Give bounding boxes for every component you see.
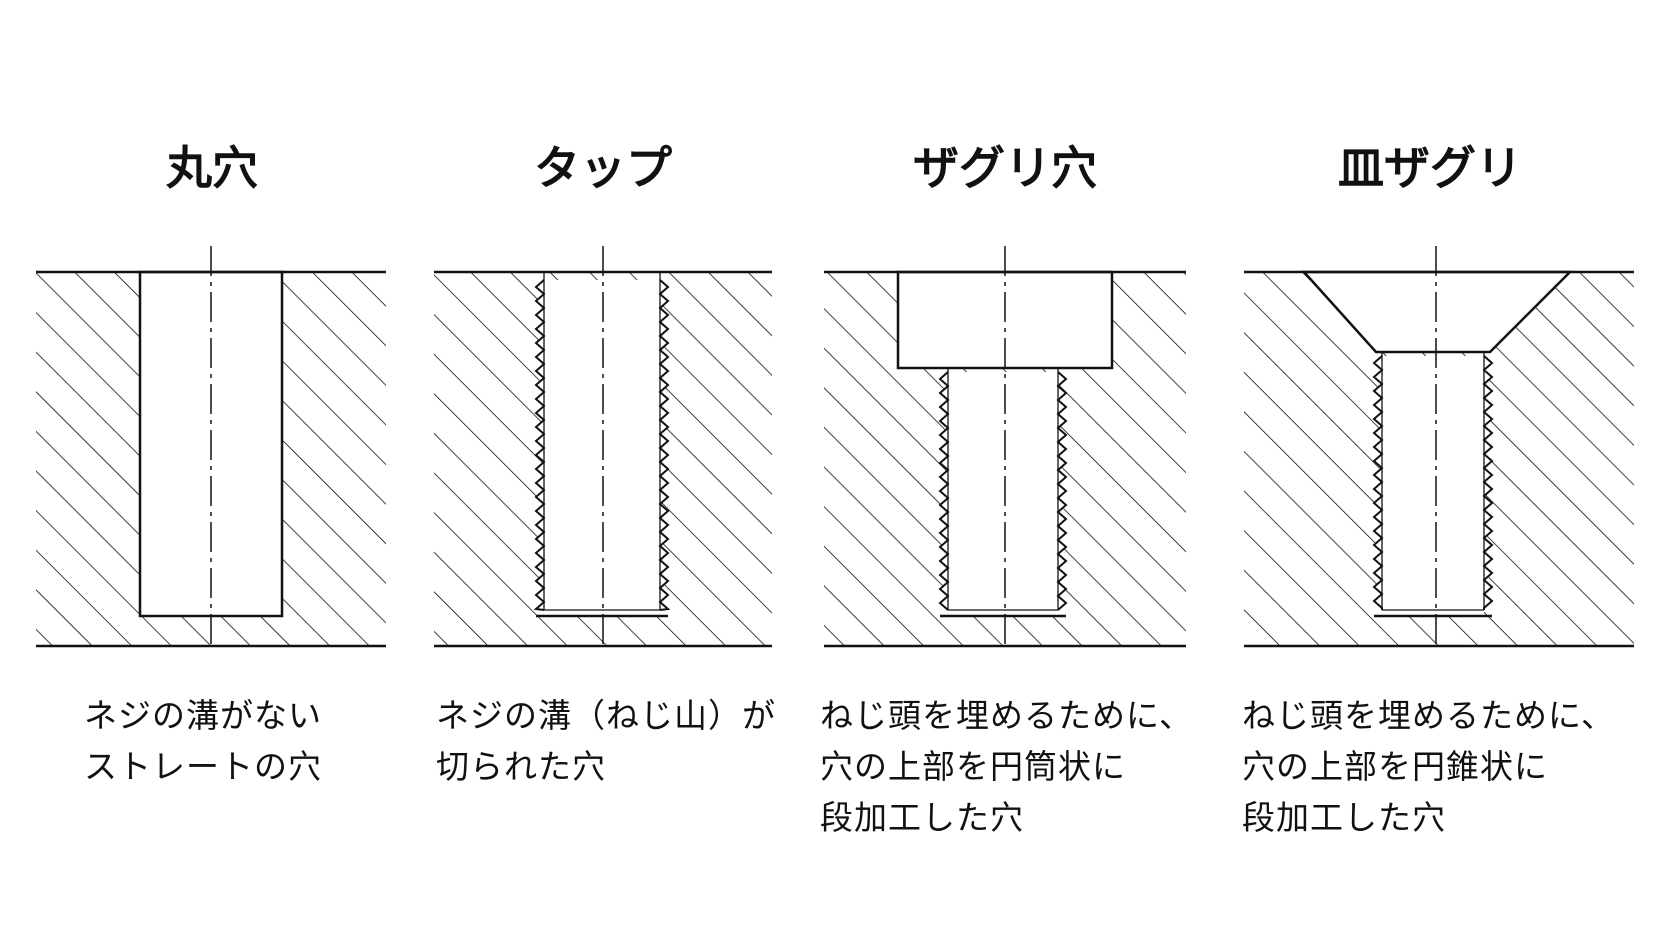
desc-line: ねじ頭を埋めるために、 xyxy=(1242,696,1616,735)
tapped-hole-drawing xyxy=(434,246,772,648)
desc-line: 穴の上部を円錐状に xyxy=(1242,747,1548,786)
desc-line: ネジの溝がない xyxy=(84,696,322,735)
desc-line: 切られた穴 xyxy=(436,747,606,786)
desc-line: ねじ頭を埋めるために、 xyxy=(820,696,1194,735)
desc-line: 段加工した穴 xyxy=(820,798,1024,837)
desc-round-hole: ネジの溝がない ストレートの穴 xyxy=(84,690,322,792)
desc-line: 段加工した穴 xyxy=(1242,798,1446,837)
round-hole-drawing xyxy=(36,246,386,648)
desc-tapped-hole: ネジの溝（ねじ山）が 切られた穴 xyxy=(436,690,776,792)
desc-countersink: ねじ頭を埋めるために、 穴の上部を円錐状に 段加工した穴 xyxy=(1242,690,1615,843)
desc-counterbore: ねじ頭を埋めるために、 穴の上部を円筒状に 段加工した穴 xyxy=(820,690,1193,843)
title-tapped-hole: タップ xyxy=(534,141,672,195)
title-round-hole: 丸穴 xyxy=(166,141,258,195)
title-counterbore: ザグリ穴 xyxy=(913,141,1097,195)
countersink-drawing xyxy=(1244,246,1634,648)
desc-line: 穴の上部を円筒状に xyxy=(820,747,1126,786)
counterbore-drawing xyxy=(824,246,1186,648)
desc-line: ストレートの穴 xyxy=(84,747,322,786)
desc-line: ネジの溝（ねじ山）が xyxy=(436,696,776,735)
title-countersink: 皿ザグリ xyxy=(1338,141,1522,195)
